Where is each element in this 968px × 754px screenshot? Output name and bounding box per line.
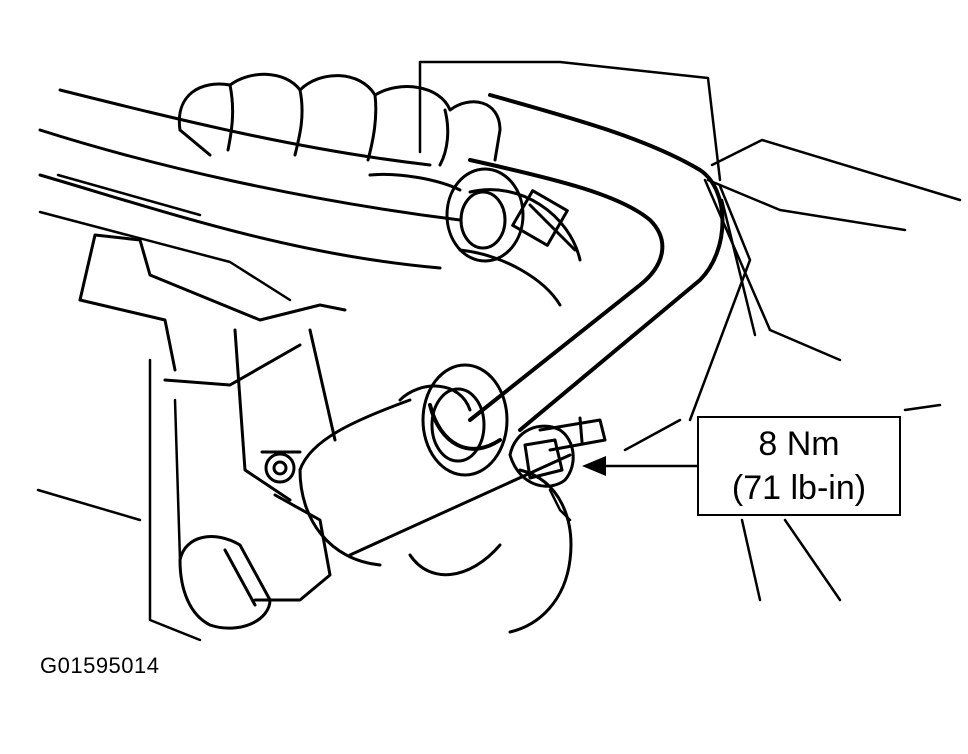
- gloved-hand: [177, 72, 502, 167]
- torque-callout: 8 Nm (71 lb-in): [697, 416, 901, 516]
- arrow-left-icon: [582, 456, 697, 476]
- connector-body: [178, 363, 573, 634]
- torque-value-metric: 8 Nm: [758, 425, 840, 463]
- background-structure: [36, 60, 962, 642]
- torque-nut: [508, 416, 607, 488]
- upper-refrigerant-hose: [38, 88, 582, 307]
- figure-id-label: G01595014: [40, 653, 160, 678]
- torque-value-imperial: (71 lb-in): [731, 469, 867, 507]
- left-bracket: [78, 233, 347, 602]
